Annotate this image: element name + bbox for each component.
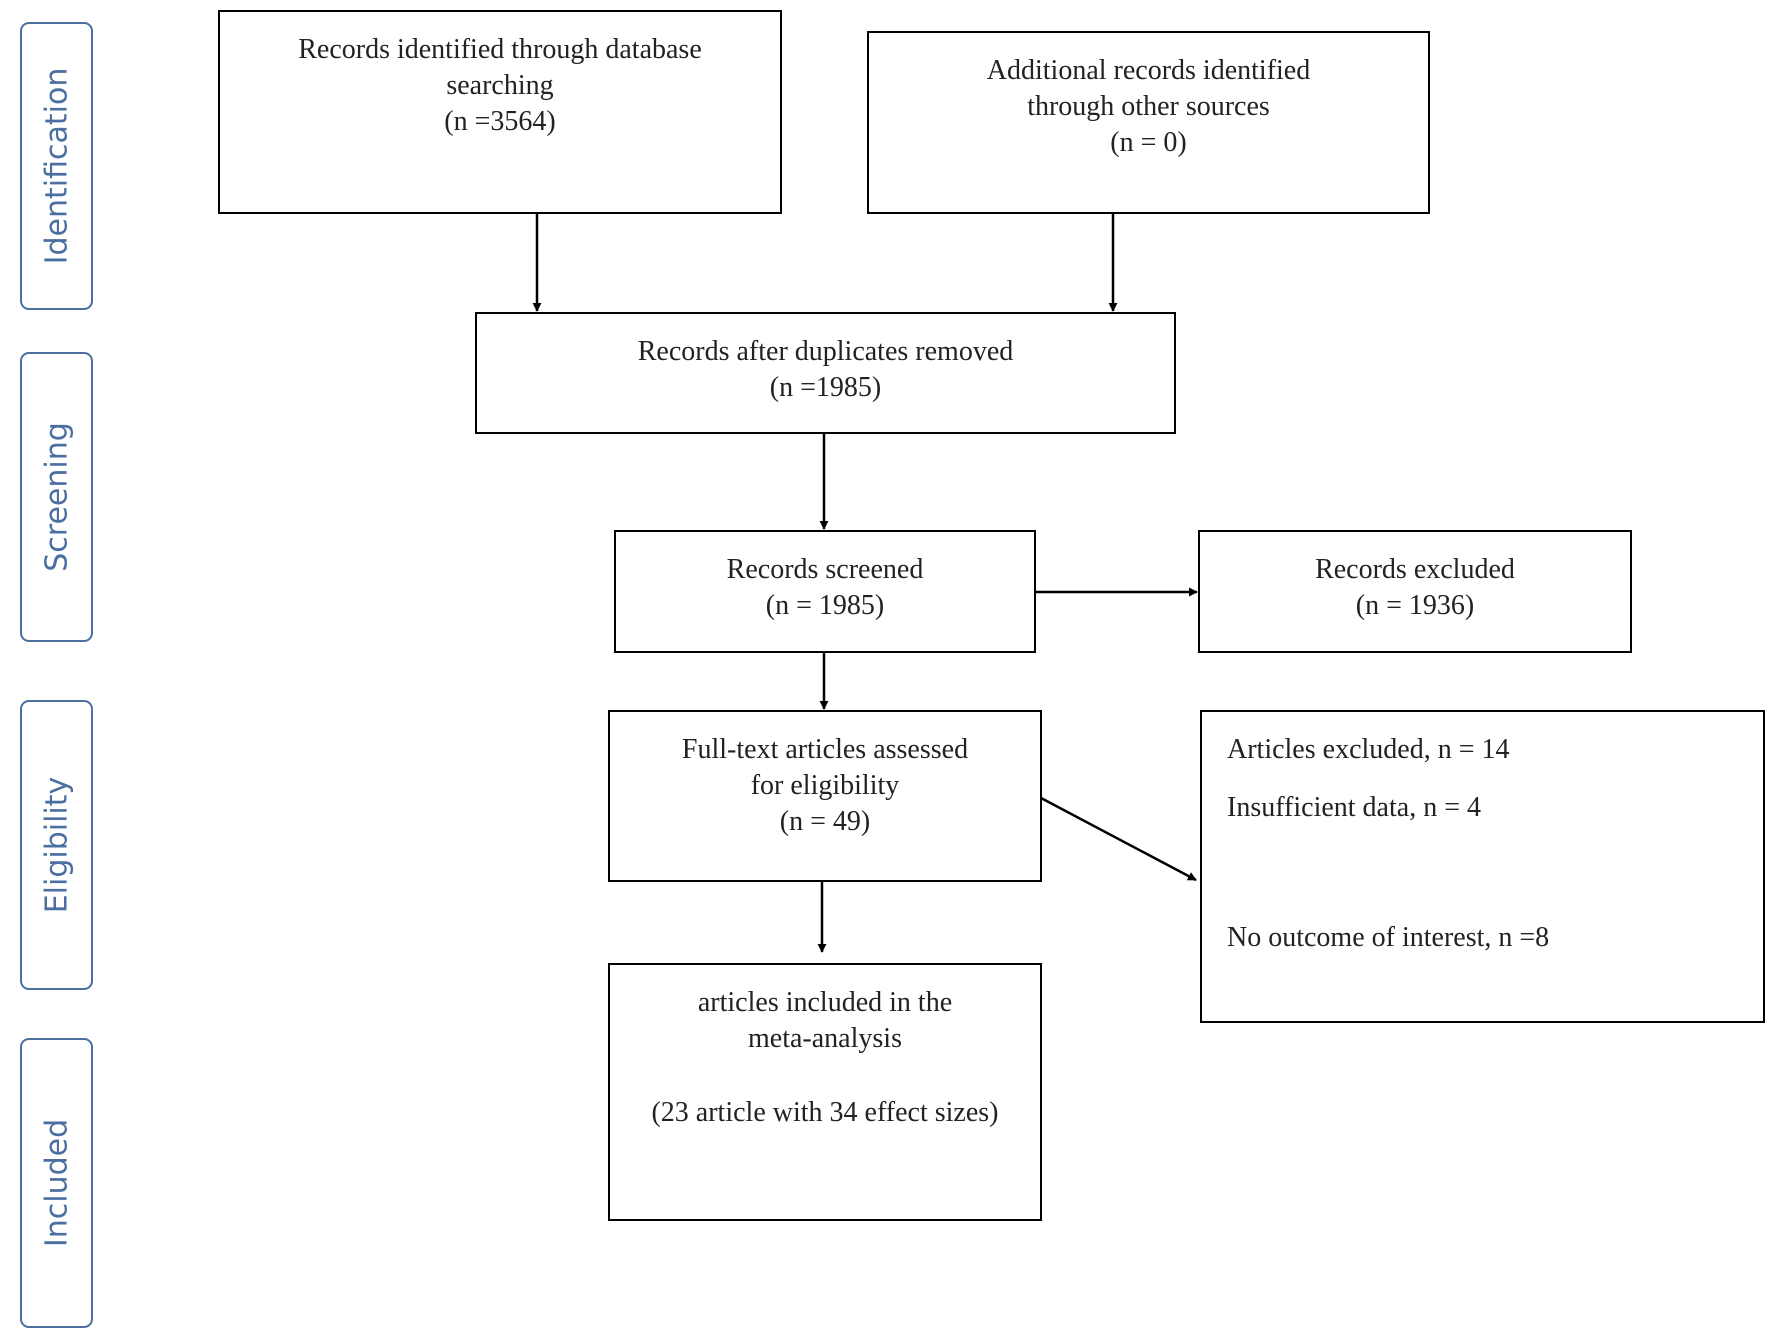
included-line-3: (23 article with 34 effect sizes) — [651, 1097, 999, 1128]
box-records-excluded: Records excluded (n = 1936) — [1198, 530, 1632, 653]
other-sources-line-3: (n = 0) — [1110, 127, 1187, 158]
box-other-sources: Additional records identified through ot… — [867, 31, 1430, 214]
phase-tab-eligibility: Eligibility — [20, 700, 93, 990]
included-line-1: articles included in the — [697, 987, 953, 1018]
excluded-line-1: Records excluded — [1315, 554, 1515, 585]
duplicates-line-2: (n =1985) — [769, 372, 882, 403]
phase-label-identification: Identification — [39, 67, 74, 265]
screened-line-2: (n = 1985) — [765, 590, 885, 621]
phase-label-eligibility: Eligibility — [39, 776, 74, 914]
phase-label-screening: Screening — [39, 422, 74, 572]
articles-excluded-line-1: Articles excluded, n = 14 — [1227, 734, 1510, 765]
box-included: articles included in the meta-analysis (… — [608, 963, 1042, 1221]
full-text-line-2: for eligibility — [750, 770, 900, 801]
included-line-2: meta-analysis — [748, 1023, 902, 1054]
full-text-line-1: Full-text articles assessed — [681, 734, 969, 765]
articles-excluded-line-2: Insufficient data, n = 4 — [1227, 792, 1481, 823]
box-records-screened: Records screened (n = 1985) — [614, 530, 1036, 653]
other-sources-line-1: Additional records identified — [986, 55, 1311, 86]
phase-label-included: Included — [39, 1118, 74, 1248]
arrow-fulltext-to-articles-excluded — [1040, 796, 1197, 882]
excluded-line-2: (n = 1936) — [1355, 590, 1475, 621]
box-full-text-assessed: Full-text articles assessed for eligibil… — [608, 710, 1042, 882]
database-line-2: searching — [446, 70, 554, 101]
box-articles-excluded: Articles excluded, n = 14 Insufficient d… — [1200, 710, 1765, 1023]
phase-tab-included: Included — [20, 1038, 93, 1328]
duplicates-line-1: Records after duplicates removed — [637, 336, 1014, 367]
database-line-3: (n =3564) — [444, 106, 556, 137]
articles-excluded-line-3: No outcome of interest, n =8 — [1227, 922, 1550, 953]
other-sources-line-2: through other sources — [1027, 91, 1270, 122]
box-duplicates-removed: Records after duplicates removed (n =198… — [475, 312, 1176, 434]
screened-line-1: Records screened — [726, 554, 924, 585]
box-database-records: Records identified through database sear… — [218, 10, 782, 214]
database-line-1: Records identified through database — [298, 34, 702, 65]
full-text-line-3: (n = 49) — [779, 806, 871, 837]
phase-tab-identification: Identification — [20, 22, 93, 310]
phase-tab-screening: Screening — [20, 352, 93, 642]
